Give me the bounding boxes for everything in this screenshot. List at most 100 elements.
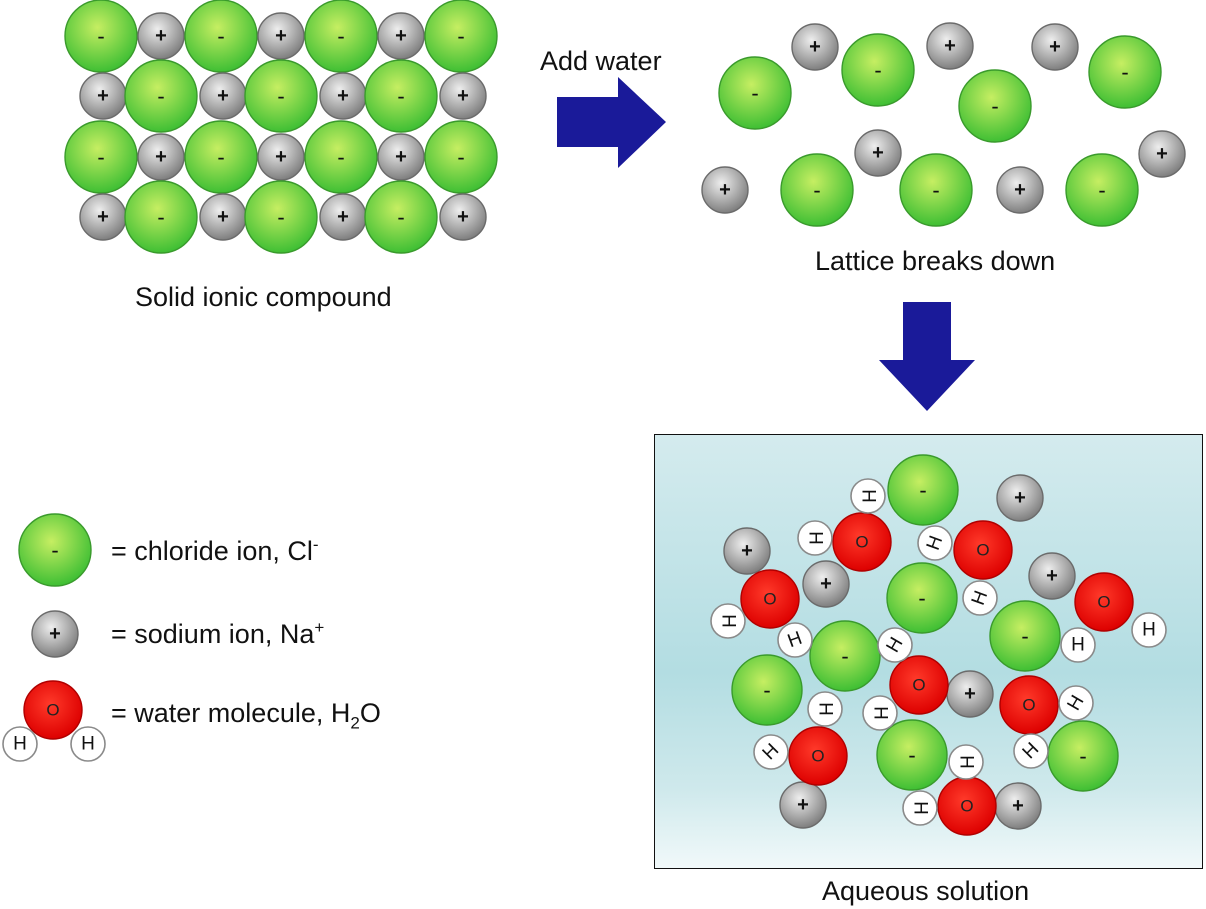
lattice-chloride-ion: - [244, 180, 318, 254]
svg-text:+: + [337, 85, 349, 107]
svg-text:-: - [277, 205, 284, 230]
water-hydrogen-atom: H [797, 520, 833, 556]
free-sodium-ion: + [1031, 23, 1079, 71]
svg-text:+: + [1049, 36, 1061, 58]
svg-text:+: + [395, 25, 407, 47]
svg-text:+: + [49, 623, 61, 645]
svg-text:H: H [858, 489, 879, 503]
svg-text:H: H [1142, 620, 1156, 641]
svg-text:+: + [719, 179, 731, 201]
svg-text:-: - [813, 178, 820, 203]
free-chloride-ion: - [780, 153, 854, 227]
svg-text:O: O [855, 533, 868, 552]
lattice-chloride-ion: - [64, 120, 138, 194]
lattice-sodium-ion: + [377, 12, 425, 60]
svg-text:-: - [1021, 624, 1028, 649]
water-oxygen-atom: O [1074, 572, 1134, 632]
svg-text:+: + [395, 146, 407, 168]
svg-text:H: H [1071, 635, 1085, 656]
water-hydrogen-atom: H [710, 603, 746, 639]
legend-water-text: = water molecule, H2O [111, 698, 381, 733]
legend-chloride-charge: - [312, 535, 319, 554]
lattice-to-solution-arrow [879, 302, 975, 411]
hydrated-chloride-ion: - [731, 654, 803, 726]
hydrated-sodium-ion: + [996, 474, 1044, 522]
svg-text:-: - [277, 84, 284, 109]
svg-text:-: - [397, 205, 404, 230]
free-sodium-ion: + [701, 166, 749, 214]
lattice-chloride-ion: - [124, 59, 198, 133]
svg-text:+: + [457, 206, 469, 228]
svg-text:+: + [1156, 143, 1168, 165]
svg-text:+: + [820, 573, 832, 595]
lattice-chloride-ion: - [364, 180, 438, 254]
hydrated-chloride-ion: - [886, 562, 958, 634]
lattice-sodium-ion: + [199, 72, 247, 120]
svg-text:H: H [13, 734, 27, 755]
svg-text:O: O [1097, 593, 1110, 612]
free-sodium-ion: + [854, 129, 902, 177]
svg-text:-: - [1121, 60, 1128, 85]
svg-text:-: - [991, 94, 998, 119]
svg-text:+: + [809, 36, 821, 58]
svg-text:+: + [944, 35, 956, 57]
svg-text:-: - [457, 24, 464, 49]
lattice-sodium-ion: + [79, 193, 127, 241]
svg-text:+: + [97, 206, 109, 228]
svg-text:+: + [964, 683, 976, 705]
svg-text:-: - [217, 24, 224, 49]
legend-water-label: = water molecule, H [111, 698, 351, 728]
water-oxygen-atom: O [832, 512, 892, 572]
svg-text:-: - [918, 586, 925, 611]
water-oxygen-atom: O [889, 655, 949, 715]
legend-chloride-icon: - [18, 513, 92, 587]
lattice-chloride-ion: - [124, 180, 198, 254]
legend-sodium-icon: + [31, 610, 79, 658]
svg-text:H: H [910, 801, 931, 815]
svg-text:+: + [1046, 565, 1058, 587]
free-chloride-ion: - [1088, 35, 1162, 109]
aqueous-label: Aqueous solution [822, 876, 1030, 906]
hydrated-chloride-ion: - [887, 454, 959, 526]
svg-text:O: O [811, 747, 824, 766]
free-sodium-ion: + [1138, 130, 1186, 178]
svg-text:H: H [815, 702, 836, 716]
svg-text:-: - [97, 24, 104, 49]
free-sodium-ion: + [926, 22, 974, 70]
lattice-chloride-ion: - [424, 0, 498, 73]
water-hydrogen-atom: H [1060, 627, 1096, 663]
svg-text:-: - [397, 84, 404, 109]
legend-sodium-label: = sodium ion, Na [111, 619, 315, 649]
svg-text:+: + [797, 794, 809, 816]
lattice-sodium-ion: + [199, 193, 247, 241]
legend-water-subscript: 2 [350, 713, 360, 733]
svg-text:+: + [217, 85, 229, 107]
svg-text:H: H [956, 755, 977, 769]
hydrated-sodium-ion: + [946, 670, 994, 718]
hydrated-chloride-ion: - [809, 620, 881, 692]
lattice-sodium-ion: + [377, 133, 425, 181]
svg-text:-: - [919, 478, 926, 503]
water-hydrogen-atom: H [877, 627, 913, 663]
svg-text:+: + [1014, 487, 1026, 509]
lattice-chloride-ion: - [304, 120, 378, 194]
water-hydrogen-atom: H [807, 691, 843, 727]
free-sodium-ion: + [791, 23, 839, 71]
lattice-chloride-ion: - [304, 0, 378, 73]
svg-text:H: H [81, 734, 95, 755]
svg-text:H: H [968, 588, 992, 608]
svg-text:O: O [960, 797, 973, 816]
lattice-chloride-ion: - [184, 120, 258, 194]
water-hydrogen-atom: H [917, 525, 953, 561]
svg-text:+: + [155, 146, 167, 168]
lattice-sodium-ion: + [319, 193, 367, 241]
lattice-chloride-ion: - [184, 0, 258, 73]
hydrated-sodium-ion: + [1028, 552, 1076, 600]
water-hydrogen-atom: H [862, 695, 898, 731]
free-chloride-ion: - [899, 153, 973, 227]
water-hydrogen-atom: H [948, 744, 984, 780]
lattice-sodium-ion: + [137, 133, 185, 181]
svg-text:-: - [157, 205, 164, 230]
svg-text:O: O [976, 541, 989, 560]
lattice-sodium-ion: + [79, 72, 127, 120]
